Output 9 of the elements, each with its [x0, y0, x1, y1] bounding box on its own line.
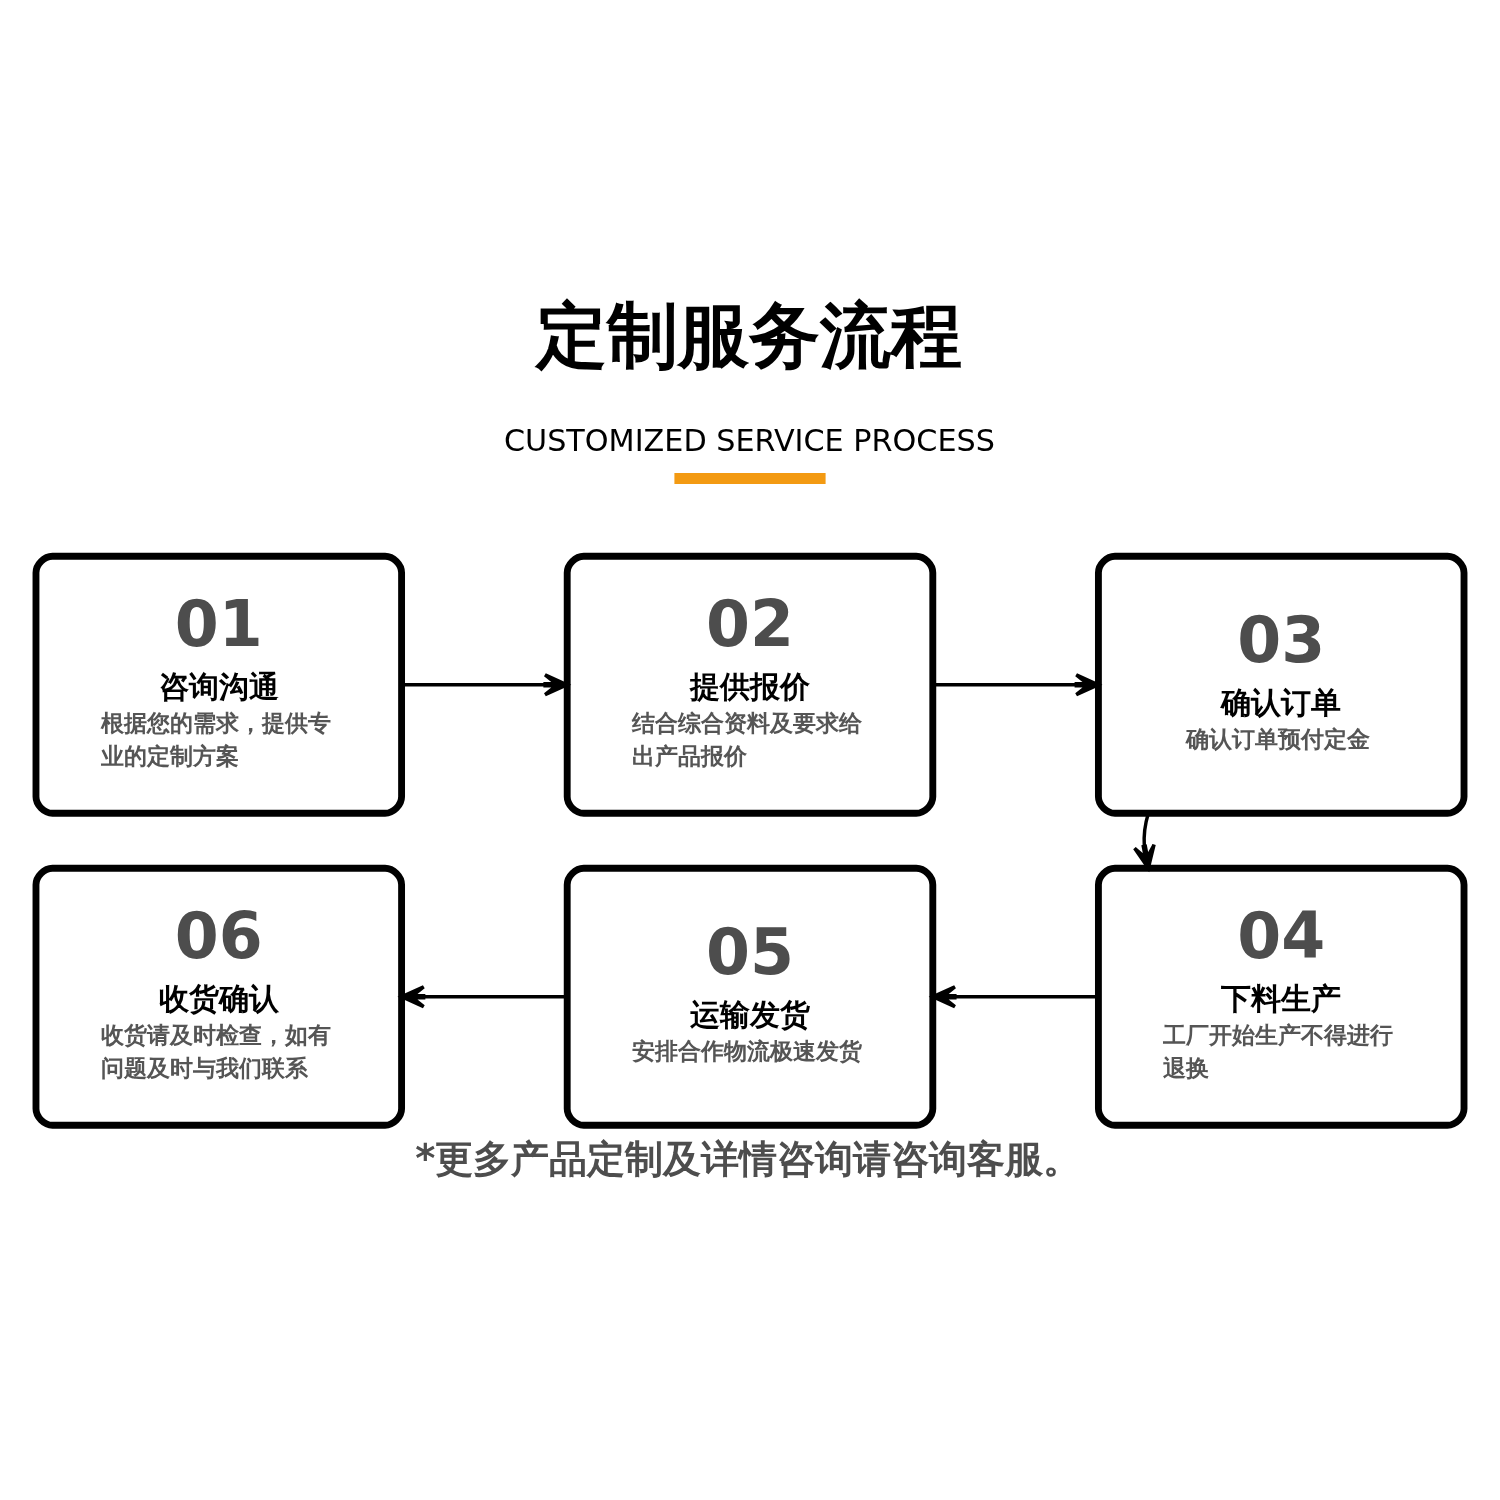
node-box: 01 咨询沟通 根据您的需求，提供专业的定制方案: [32, 552, 405, 817]
node-box: 06 收货确认 收货请及时检查，如有问题及时与我们联系: [32, 864, 405, 1129]
node-box: 04 下料生产 工厂开始生产不得进行退换: [1095, 864, 1468, 1129]
node-box: 03 确认订单 确认订单预付定金: [1095, 552, 1468, 817]
label: CUSTOMIZED SERVICE PROCESS: [503, 422, 995, 458]
diagram-title: 定制服务流程: [536, 293, 963, 377]
node-box: 05 运输发货 安排合作物流极速发货: [563, 864, 937, 1129]
caption: *更多产品定制及详情咨询请咨询客服。: [415, 1135, 1082, 1181]
node-box: 02 提供报价 结合综合资料及要求给出产品报价: [563, 552, 937, 817]
